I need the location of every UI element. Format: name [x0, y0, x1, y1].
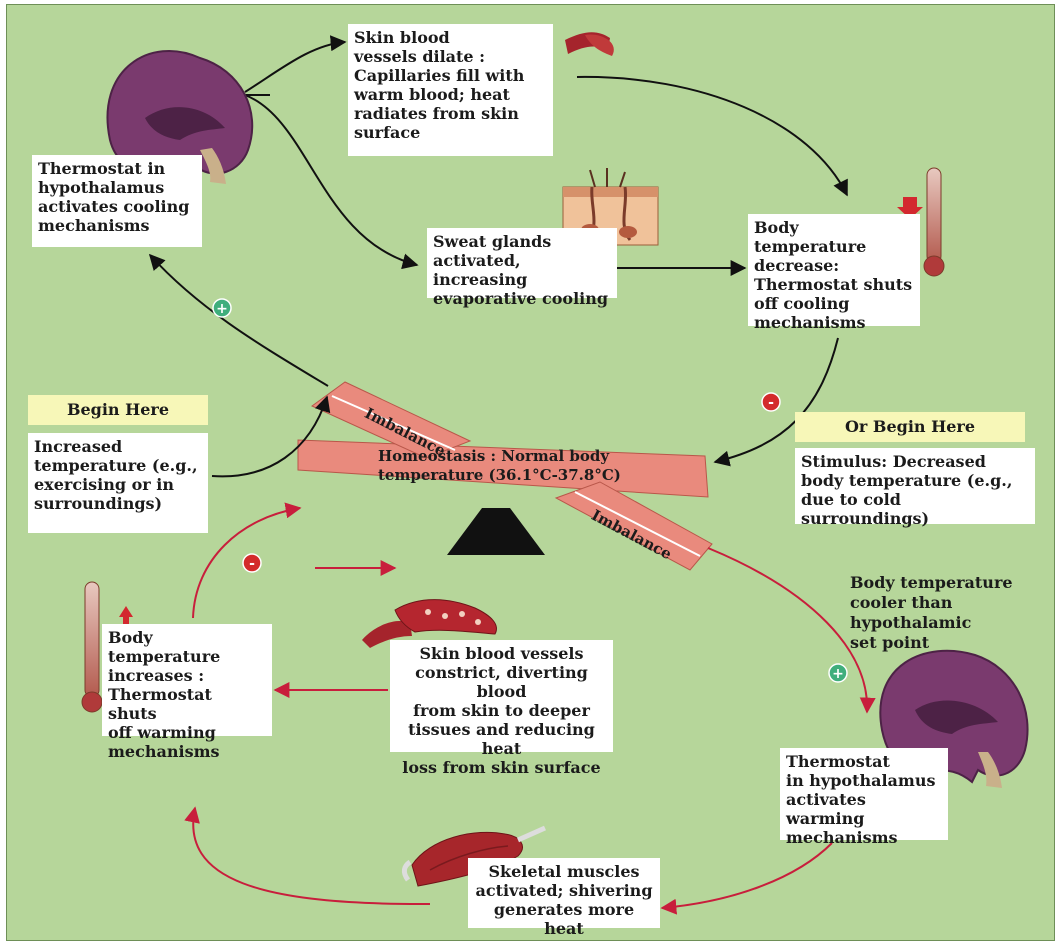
vessels-dilate-line: vessels dilate : — [354, 47, 486, 66]
vessels-dilate-line: Capillaries fill with — [354, 66, 525, 85]
sweat-glands-box: Sweat glands activated, increasing evapo… — [427, 228, 617, 308]
arrow-imbalance-to-thermostat — [148, 253, 329, 387]
arrow-begin-to-imbalance — [211, 395, 331, 478]
cooler-line: cooler than — [850, 593, 953, 612]
skeletal-muscles-line: generates more heat — [493, 900, 635, 938]
temperature-decrease-box: Body temperature decrease: Thermostat sh… — [748, 214, 920, 332]
vessels-dilate-box: Skin blood vessels dilate : Capillaries … — [348, 24, 553, 156]
thermostat-warming-line: in hypothalamus — [786, 771, 936, 790]
skeletal-muscles-line: Skeletal muscles — [488, 862, 640, 881]
vessels-constrict-line: from skin to deeper — [413, 701, 590, 720]
plus-badge-cooling — [212, 298, 232, 318]
up-arrow-icon — [119, 606, 133, 624]
minus-sign-cooling: - — [768, 395, 774, 411]
temperature-decrease-line: Body temperature — [754, 218, 867, 256]
thermostat-cooling-line: hypothalamus — [38, 178, 165, 197]
seesaw-right-stripe — [574, 491, 701, 557]
thermostat-cooling-line: Thermostat in — [38, 159, 166, 178]
homeostasis-line-2: temperature (36.1°C-37.8°C) — [378, 466, 621, 484]
increased-temperature-line: surroundings) — [34, 494, 163, 513]
thermostat-warming-box: Thermostat in hypothalamus activates war… — [780, 748, 948, 847]
minus-badge-warming — [242, 553, 262, 573]
thermometer-icon — [923, 167, 945, 277]
temperature-increase-line: mechanisms — [108, 742, 220, 761]
seesaw-right-plank — [554, 481, 713, 571]
temperature-decrease-line: Thermostat shuts — [754, 275, 913, 294]
temperature-decrease-line: mechanisms — [754, 313, 866, 332]
seesaw-fulcrum — [447, 508, 545, 555]
down-arrow-icon — [897, 197, 923, 219]
thermostat-cooling-line: mechanisms — [38, 216, 150, 235]
vessels-constrict-line: loss from skin surface — [402, 758, 601, 777]
muscle-icon — [401, 825, 547, 887]
blood-vessel-icon — [565, 32, 614, 56]
thermostat-warming-line: activates warming — [786, 790, 866, 828]
arrow-thermostat-to-muscles — [660, 842, 833, 915]
minus-badge-cooling — [761, 392, 781, 412]
temperature-increase-line: Body temperature — [108, 628, 221, 666]
stimulus-line: body temperature (e.g., — [801, 471, 1013, 490]
vessels-constrict-box: Skin blood vessels constrict, diverting … — [390, 640, 613, 777]
stimulus-line: Stimulus: Decreased — [801, 452, 986, 471]
cooler-than-setpoint-label: Body temperature cooler than hypothalami… — [850, 573, 1040, 653]
temperature-increase-line: off warming — [108, 723, 216, 742]
temperature-decrease-line: decrease: — [754, 256, 840, 275]
temperature-increase-line: Thermostat shuts — [108, 685, 212, 723]
cooler-line: Body temperature — [850, 573, 1013, 592]
increased-temperature-line: exercising or in — [34, 475, 175, 494]
arrow-vessels-to-decrease — [576, 75, 848, 197]
thermostat-cooling-box: Thermostat in hypothalamus activates coo… — [32, 155, 202, 247]
increased-temperature-box: Increased temperature (e.g., exercising … — [28, 433, 208, 533]
thermostat-warming-line: mechanisms — [786, 828, 898, 847]
thermostat-cooling-line: activates cooling — [38, 197, 190, 216]
increased-temperature-line: Increased — [34, 437, 123, 456]
skeletal-muscles-box: Skeletal muscles activated; shivering ge… — [468, 858, 660, 938]
vessels-dilate-line: radiates from skin — [354, 104, 519, 123]
seesaw-left-stripe — [331, 395, 456, 451]
cooler-line: hypothalamic — [850, 613, 972, 632]
vessels-dilate-line: Skin blood — [354, 28, 450, 47]
thermostat-warming-line: Thermostat — [786, 752, 890, 771]
stimulus-box: Stimulus: Decreased body temperature (e.… — [795, 448, 1035, 528]
temperature-increase-line: increases : — [108, 666, 205, 685]
or-begin-here-tag: Or Begin Here — [795, 412, 1025, 442]
stimulus-line: due to cold surroundings) — [801, 490, 930, 528]
homeostasis-line-1: Homeostasis : Normal body — [378, 447, 610, 465]
vessels-dilate-line: warm blood; heat — [354, 85, 510, 104]
arrow-brain-to-vessels — [244, 35, 347, 93]
homeostasis-label: Homeostasis : Normal body temperature (3… — [378, 447, 678, 485]
skeletal-muscles-line: activated; shivering — [475, 881, 653, 900]
vessels-constrict-line: tissues and reducing heat — [408, 720, 595, 758]
seesaw — [297, 381, 713, 571]
temperature-decrease-line: off cooling — [754, 294, 850, 313]
sweat-glands-line: evaporative cooling — [433, 289, 609, 308]
vessels-constrict-line: Skin blood vessels — [419, 644, 584, 663]
vessels-dilate-line: surface — [354, 123, 421, 142]
brain-icon — [106, 49, 254, 184]
plus-badge-warming — [828, 663, 848, 683]
arrow-brain-to-sweat — [244, 94, 419, 270]
temperature-increase-box: Body temperature increases : Thermostat … — [102, 624, 272, 761]
thermometer-icon-warming — [81, 581, 103, 713]
increased-temperature-line: temperature (e.g., — [34, 456, 198, 475]
seesaw-main-plank — [297, 439, 709, 498]
constricted-vessel-icon — [362, 599, 497, 648]
sweat-glands-line: Sweat glands — [433, 232, 552, 251]
arrow-seesaw-to-thermostat-warm — [707, 547, 876, 714]
plus-sign-warming: + — [832, 666, 844, 682]
begin-here-tag: Begin Here — [28, 395, 208, 425]
arrow-muscles-to-increase — [184, 806, 431, 906]
minus-sign-warming: - — [249, 556, 255, 572]
sweat-glands-line: activated, increasing — [433, 251, 528, 289]
arrow-increase-to-seesaw — [192, 502, 302, 619]
vessels-constrict-line: constrict, diverting blood — [415, 663, 588, 701]
plus-sign-cooling: + — [216, 301, 228, 317]
cooler-line: set point — [850, 633, 930, 652]
